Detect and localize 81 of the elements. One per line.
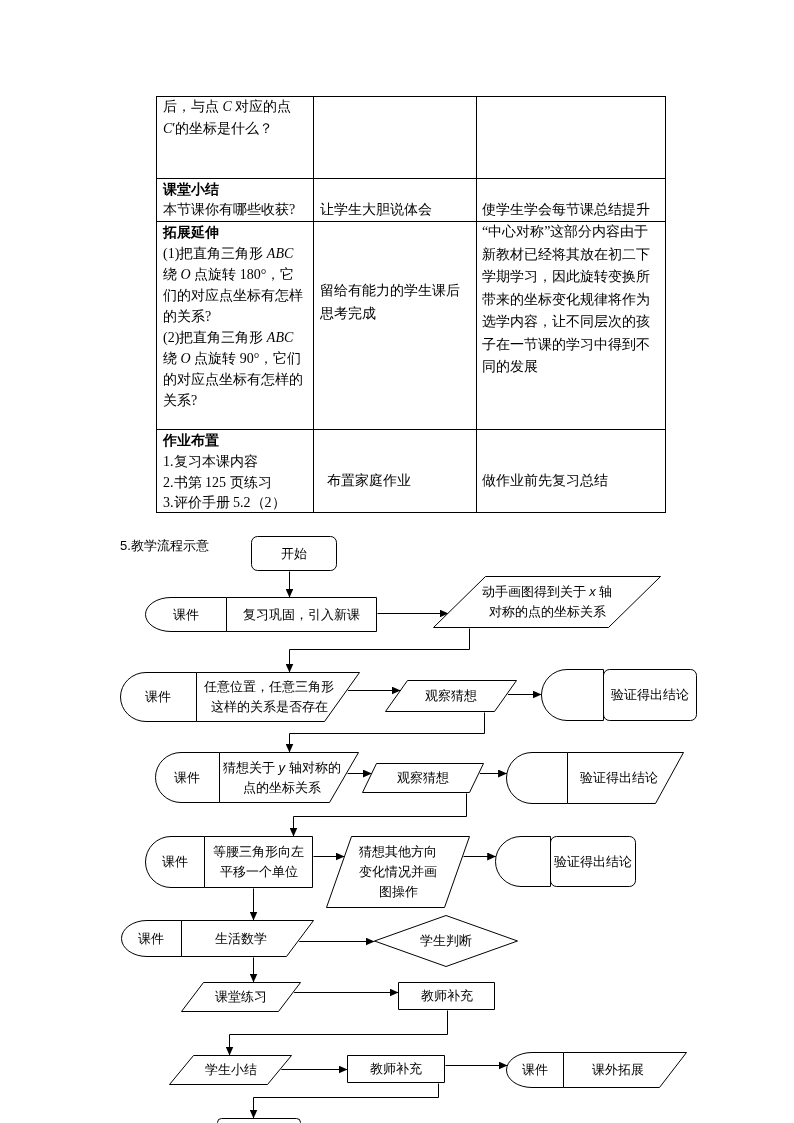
connector-arrow [249, 1083, 439, 1119]
cell-text: 2.书第 125 页练习 [163, 474, 272, 492]
node-label: 猜想其他方向变化情况并画图操作 [358, 843, 438, 901]
process-box [398, 982, 495, 1010]
tagged-process-shape [145, 597, 377, 632]
tagged-process-shape [121, 920, 314, 957]
cell-text: 布置家庭作业 [327, 472, 411, 490]
cell-text: 1.复习本课内容 [163, 453, 258, 471]
data-parallelogram [362, 763, 484, 793]
process-box [347, 1055, 445, 1083]
data-parallelogram [169, 1055, 292, 1085]
tagged-process-shape [541, 669, 697, 721]
node-label: 验证得出结论 [611, 686, 689, 704]
cell-text: 做作业前先复习总结 [482, 472, 608, 490]
cell-heading: 课堂小结 [163, 181, 219, 199]
tag-label: 课件 [161, 853, 188, 871]
connector-arrow [289, 793, 467, 837]
connector-arrow [507, 690, 543, 699]
cell-text: (2)把直角三角形 ABC 绕 O 点旋转 90°，它们的对应点坐标有怎样的关系? [163, 329, 304, 410]
data-parallelogram [181, 982, 301, 1012]
connector-arrow [463, 852, 497, 861]
node-label: 复习巩固，引入新课 [243, 605, 360, 624]
data-parallelogram [385, 680, 517, 712]
connector-arrow [285, 712, 485, 753]
tag-label: 课件 [174, 768, 200, 787]
tagged-process-shape [506, 1052, 687, 1088]
tag-label: 课件 [521, 1061, 548, 1079]
node-label: 学生判断 [420, 932, 472, 950]
node-label: 猜想关于 y 轴对称的点的坐标关系 [221, 758, 342, 797]
data-parallelogram [433, 576, 661, 628]
node-label: 教师补充 [370, 1060, 422, 1078]
terminal-box [251, 536, 337, 571]
tagged-process-shape [506, 752, 684, 804]
node-label: 等腰三角形向左平移一个单位 [212, 843, 305, 881]
connector-arrow [285, 571, 294, 598]
cell-text: 3.评价手册 5.2（2） [163, 494, 286, 512]
node-label: 课堂练习 [215, 988, 267, 1006]
node-label: 观察猜想 [397, 769, 449, 787]
connector-arrow [225, 1010, 448, 1056]
connector-arrow [313, 852, 346, 861]
node-label: 开始 [281, 544, 307, 563]
node-label: 验证得出结论 [554, 852, 632, 871]
tagged-process-shape [155, 752, 359, 803]
connector-arrow [249, 888, 258, 921]
node-label: 生活数学 [214, 929, 267, 948]
node-label: 课外拓展 [592, 1061, 645, 1079]
tagged-process-shape [120, 672, 360, 722]
tag-label: 课件 [145, 688, 171, 706]
cell-text: 本节课你有哪些收获? [163, 201, 296, 219]
node-label: 观察猜想 [425, 687, 477, 705]
cell-text: 后，与点 C 对应的点 C′的坐标是什么？ [163, 98, 293, 138]
connector-arrow [280, 1065, 348, 1074]
connector-arrow [293, 988, 399, 997]
node-label: 验证得出结论 [579, 769, 658, 787]
tag-label: 课件 [172, 605, 199, 624]
node-label: 任意位置，任意三角形这样的关系是否存在 [203, 678, 336, 716]
connector-arrow [479, 769, 508, 778]
decision-diamond [374, 915, 518, 967]
cell-text: 让学生大胆说体会 [320, 201, 432, 219]
connector-arrow [347, 769, 373, 778]
data-parallelogram [326, 836, 470, 908]
cell-heading: 拓展延伸 [163, 224, 219, 242]
tagged-process-shape [145, 836, 313, 888]
section-heading: 5.教学流程示意 [120, 537, 209, 555]
cell-text: (1)把直角三角形 ABC 绕 O 点旋转 180°，它们的对应点坐标有怎样的关系? [163, 245, 304, 326]
cell-heading: 作业布置 [163, 432, 219, 450]
node-label: 动手画图得到关于 x 轴对称的点的坐标关系 [480, 583, 614, 621]
connector-arrow [249, 957, 258, 983]
connector-arrow [298, 937, 375, 946]
cell-text: 留给有能力的学生课后思考完成 [320, 282, 461, 323]
connector-arrow [445, 1061, 509, 1070]
connector-arrow [377, 609, 449, 618]
cell-text: “中心对称”这部分内容由于新教材已经将其放在初二下学期学习，因此旋转变换所带来的坐标变化规律将作为选学内容，让不同层次的孩子在一节课的学习中得到不同的发展 [482, 223, 651, 376]
tagged-process-shape [495, 836, 636, 887]
terminal-box [217, 1118, 301, 1123]
cell-text: 使学生学会每节课总结提升 [482, 201, 650, 219]
node-label: 学生小结 [204, 1061, 257, 1079]
node-label: 教师补充 [420, 987, 473, 1005]
connector-arrow [347, 686, 402, 695]
connector-arrow [285, 628, 470, 673]
tag-label: 课件 [138, 929, 164, 948]
